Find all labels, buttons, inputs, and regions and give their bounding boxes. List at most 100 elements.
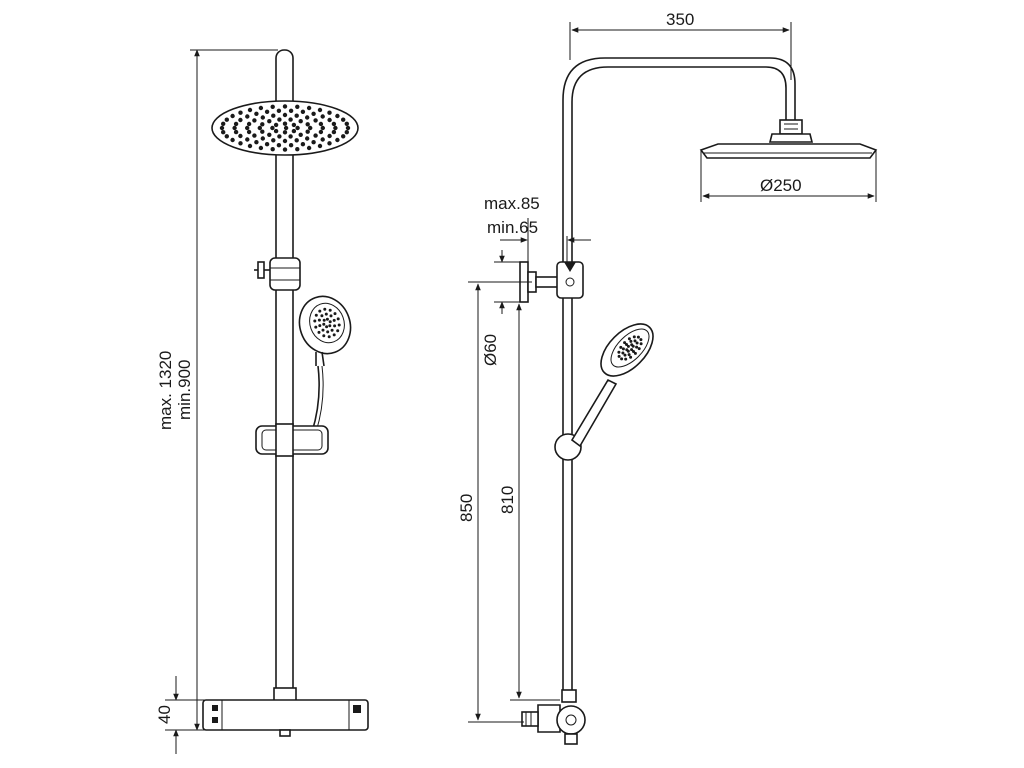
nozzle-dot	[331, 121, 337, 127]
nozzle-dot	[252, 118, 257, 123]
nozzle-dot	[264, 142, 270, 147]
side-bracket-diameter-label: Ø60	[481, 334, 500, 366]
nozzle-dot	[276, 108, 282, 114]
nozzle-dot	[300, 109, 306, 115]
nozzle-dot	[635, 345, 639, 349]
nozzle-dot	[318, 121, 324, 127]
nozzle-dot	[331, 129, 337, 135]
nozzle-dot	[311, 111, 316, 117]
nozzle-dot	[270, 147, 275, 152]
nozzle-dot	[322, 322, 326, 326]
nozzle-dot	[336, 329, 340, 333]
nozzle-dot	[305, 115, 310, 120]
nozzle-dot	[277, 134, 282, 139]
nozzle-dot	[328, 324, 332, 328]
nozzle-dot	[322, 318, 326, 322]
side-arm-length-dimension: 350	[569, 10, 792, 80]
nozzle-dot	[288, 117, 293, 122]
nozzle-dot	[282, 130, 288, 135]
nozzle-dot	[329, 314, 333, 318]
nozzle-dot	[337, 323, 341, 327]
nozzle-dot	[247, 107, 253, 113]
nozzle-dot	[322, 334, 326, 338]
front-hand-shower	[298, 295, 352, 367]
nozzle-dot	[327, 335, 331, 339]
nozzle-dot	[327, 110, 332, 115]
nozzle-dot	[341, 117, 346, 122]
nozzle-dot	[238, 133, 243, 139]
nozzle-dot	[288, 108, 294, 114]
nozzle-dot	[219, 125, 225, 131]
front-mixer-height-label: 40	[155, 705, 174, 724]
nozzle-dot	[623, 341, 627, 345]
nozzle-dot	[617, 354, 621, 358]
nozzle-dot	[332, 318, 336, 322]
nozzle-dot	[254, 111, 259, 117]
nozzle-dot	[341, 134, 346, 139]
nozzle-dot	[639, 338, 643, 342]
front-view	[202, 49, 369, 737]
front-slider-holder	[255, 423, 329, 457]
side-thermostatic-mixer	[521, 689, 586, 745]
nozzle-dot	[630, 348, 634, 352]
nozzle-dot	[318, 324, 322, 328]
nozzle-dot	[627, 353, 631, 357]
nozzle-dot	[291, 128, 297, 134]
nozzle-dot	[637, 347, 641, 351]
nozzle-dot	[276, 143, 282, 148]
front-height-min-label: min.900	[175, 360, 194, 420]
nozzle-dot	[245, 137, 250, 142]
side-head-diameter-dimension: Ø250	[700, 150, 877, 202]
nozzle-dot	[636, 335, 640, 339]
nozzle-dot	[632, 335, 636, 339]
nozzle-dot	[232, 125, 237, 131]
nozzle-dot	[305, 122, 310, 127]
nozzle-dot	[629, 355, 633, 359]
nozzle-dot	[323, 307, 327, 311]
front-hose	[311, 365, 320, 433]
nozzle-dot	[258, 145, 264, 151]
side-850-label: 850	[457, 494, 476, 522]
nozzle-dot	[260, 136, 265, 141]
nozzle-dot	[333, 324, 337, 328]
side-810-dimension: 810	[498, 301, 560, 701]
side-head-diameter-label: Ø250	[760, 176, 802, 195]
nozzle-dot	[324, 312, 328, 316]
nozzle-dot	[295, 104, 300, 110]
nozzle-dot	[624, 357, 628, 361]
front-height-max-label: max. 1320	[156, 351, 175, 430]
nozzle-dot	[257, 125, 262, 131]
nozzle-dot	[313, 133, 318, 138]
nozzle-dot	[258, 105, 264, 111]
nozzle-dot	[260, 122, 265, 127]
nozzle-dot	[246, 129, 252, 135]
side-arm-length-label: 350	[666, 10, 694, 29]
nozzle-dot	[308, 125, 313, 131]
nozzle-dot	[294, 113, 299, 118]
nozzle-dot	[283, 125, 289, 131]
nozzle-dot	[313, 319, 317, 323]
nozzle-dot	[294, 138, 299, 143]
side-850-dimension: 850	[457, 281, 532, 723]
side-view	[519, 57, 878, 745]
nozzle-dot	[260, 129, 265, 134]
nozzle-dot	[623, 353, 627, 357]
side-overhead-shower-head	[699, 119, 878, 159]
nozzle-dot	[224, 134, 229, 139]
nozzle-dot	[633, 351, 637, 355]
nozzle-dot	[333, 125, 338, 131]
nozzle-dot	[318, 129, 324, 135]
nozzle-dot	[273, 122, 279, 128]
nozzle-dot	[327, 133, 332, 139]
nozzle-dot	[320, 125, 325, 131]
nozzle-dot	[238, 110, 243, 115]
nozzle-dot	[625, 348, 629, 352]
nozzle-dot	[320, 314, 324, 318]
nozzle-dot	[327, 117, 332, 123]
nozzle-dot	[314, 313, 318, 317]
nozzle-dot	[305, 129, 310, 134]
nozzle-dot	[277, 117, 282, 122]
nozzle-dot	[252, 133, 257, 138]
nozzle-dot	[336, 317, 340, 321]
nozzle-dot	[325, 325, 329, 329]
